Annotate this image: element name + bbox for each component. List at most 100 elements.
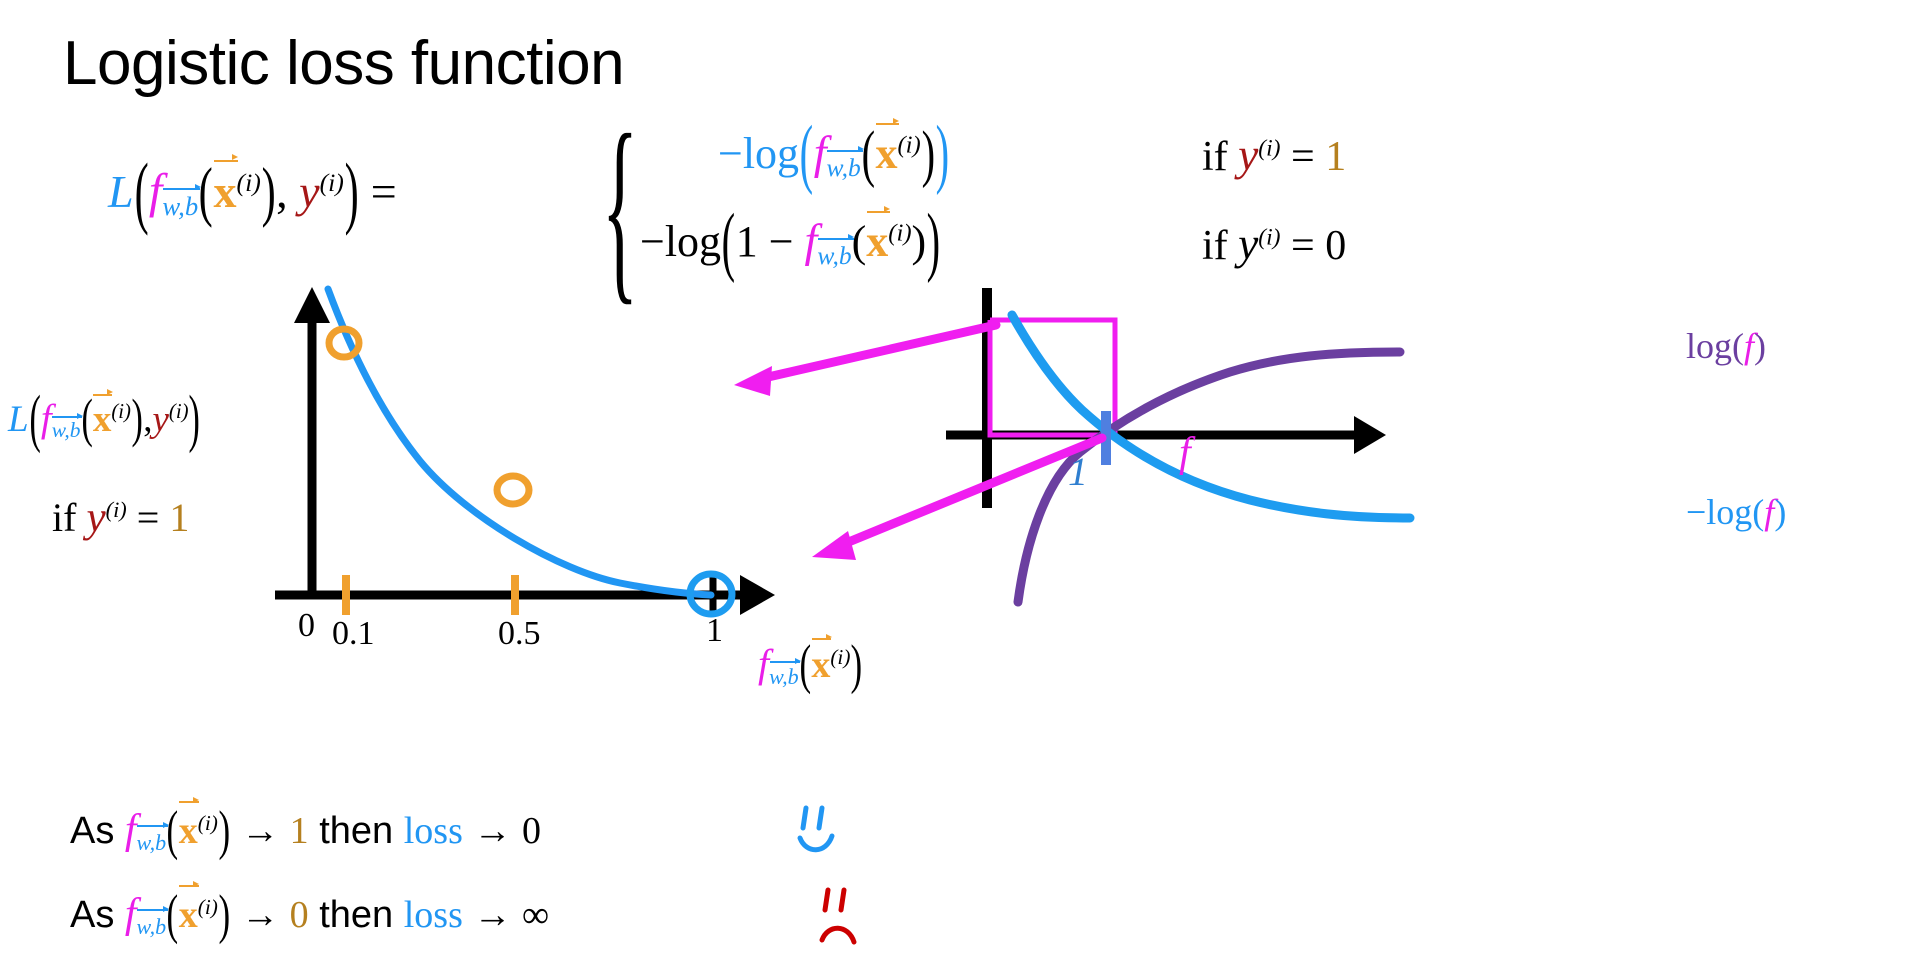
case1-f: f — [813, 127, 827, 178]
case1-cond-equals: = — [1291, 134, 1315, 180]
bl1-arrow: → — [241, 810, 280, 852]
left-cond-y: y — [86, 494, 106, 541]
case2-wb-subscript: w,b — [817, 234, 855, 270]
bl2-then: then — [319, 894, 394, 936]
bl1-then: then — [319, 810, 394, 852]
formula-case1: −log(fw,b(x(i))) — [718, 115, 950, 192]
yaxis-x-superscript: (i) — [111, 401, 131, 424]
formula-paren-open: ( — [134, 146, 149, 236]
left-cond-value: 1 — [169, 495, 190, 540]
formula-lhs: L(fw,b(x(i)), y(i)) = — [108, 151, 397, 232]
yaxis-paren-close: ) — [188, 383, 201, 456]
marker-orange-0.5 — [493, 472, 533, 508]
case1-cond-y-superscript: (i) — [1258, 135, 1281, 162]
bl1-wb-subscript: w,b — [136, 822, 169, 855]
left-cond-superscript: (i) — [105, 497, 127, 523]
case1-paren-close: ) — [935, 110, 950, 196]
xcap-wb-subscript: w,b — [769, 658, 801, 689]
case2-neg-log: −log — [640, 217, 722, 266]
left-chart-y-axis — [294, 287, 330, 595]
formula-brace: { — [602, 93, 639, 322]
magenta-arrow-lower — [812, 433, 1107, 560]
case1-neg-log: −log — [718, 129, 800, 178]
formula-paren-close: ) — [344, 146, 359, 236]
formula-comma: , — [276, 166, 288, 217]
case1-cond-value: 1 — [1325, 134, 1347, 180]
right-chart-svg — [734, 288, 1415, 607]
bl2-x-superscript: (i) — [197, 894, 218, 919]
marker-blue-1 — [686, 570, 736, 618]
formula-f: f — [148, 165, 163, 218]
formula-inner-paren-close: ) — [261, 154, 276, 229]
page-title: Logistic loss function — [63, 29, 625, 98]
formula-equals: = — [370, 166, 397, 217]
case2-cond-equals: = — [1291, 223, 1315, 269]
case1-inner-paren-open: ( — [861, 117, 875, 189]
x-tick-label-0: 0 — [298, 607, 315, 644]
yaxis-L: L — [8, 399, 29, 440]
bottom-statement-2: As fw,b(x(i)) → 0 then loss → ∞ — [70, 880, 550, 945]
formula-case2: −log(1 − fw,b(x(i))) — [640, 203, 941, 280]
bl2-paren-close: ) — [218, 884, 231, 946]
yaxis-inner-paren-open: ( — [81, 389, 93, 450]
bl1-limit: 1 — [289, 810, 309, 852]
bl2-arrow2: → — [473, 894, 512, 936]
bl2-f: f — [124, 891, 137, 937]
formula-wb-subscript: w,b — [162, 184, 201, 221]
yaxis-paren-open: ( — [29, 383, 41, 456]
bl1-as: As — [70, 810, 115, 852]
case1-x-vector: x — [875, 117, 900, 178]
yaxis-comma: , — [143, 399, 153, 440]
bottom-statement-1: As fw,b(x(i)) → 1 then loss → 0 — [70, 796, 542, 861]
x-tick-label-0.1: 0.1 — [332, 615, 375, 652]
log-f-suffix: ) — [1754, 326, 1767, 366]
xcap-x-vector: x — [811, 633, 832, 686]
formula-inner-paren-open: ( — [198, 154, 213, 229]
left-chart-x-axis-caption: fw,b(x(i)) — [758, 633, 863, 693]
formula-x-superscript: (i) — [236, 168, 261, 198]
left-chart-svg — [275, 285, 775, 618]
case2-inner-paren-close: ) — [911, 217, 927, 266]
case1-wb-subscript: w,b — [826, 146, 864, 182]
log-f-prefix: log( — [1686, 326, 1744, 366]
bl1-x-superscript: (i) — [197, 810, 218, 835]
case1-cond-y: y — [1238, 130, 1259, 180]
log-f-curve — [1013, 347, 1405, 607]
bl1-loss: loss — [403, 810, 463, 852]
case2-cond-value: 0 — [1325, 223, 1347, 269]
right-chart-f-label: f — [1179, 430, 1191, 476]
left-cond-if: if — [52, 495, 77, 540]
case2-one: 1 — [735, 217, 758, 266]
bl1-paren-open: ( — [166, 800, 179, 862]
neg-log-f-suffix: ) — [1774, 492, 1787, 532]
neg-log-f-curve — [1007, 310, 1415, 523]
formula-y: y — [299, 166, 320, 217]
yaxis-f: f — [40, 397, 52, 440]
bl1-x-vector: x — [178, 796, 200, 852]
xcap-paren-close: ) — [850, 634, 863, 696]
formula-y-superscript: (i) — [319, 168, 344, 198]
bl1-result: 0 — [522, 810, 542, 852]
formula-case1-condition: if y(i) = 1 — [1202, 130, 1347, 180]
yaxis-inner-paren-close: ) — [131, 389, 143, 450]
formula-x-vector: x — [213, 154, 239, 217]
smiley-face-icon — [797, 805, 835, 853]
left-loss-chart — [270, 285, 830, 645]
case2-x-superscript: (i) — [888, 219, 912, 247]
bl2-result: ∞ — [522, 894, 550, 936]
marker-orange-0.1 — [325, 325, 363, 361]
loss-curve — [324, 285, 715, 599]
case2-minus: − — [768, 217, 794, 266]
bl2-paren-open: ( — [166, 884, 179, 946]
yaxis-y-superscript: (i) — [168, 401, 189, 424]
case2-x-vector: x — [866, 205, 891, 266]
case2-f: f — [804, 215, 818, 266]
yaxis-wb-subscript: w,b — [51, 413, 83, 443]
bl1-f: f — [124, 807, 137, 853]
case1-paren-open: ( — [799, 110, 814, 196]
yaxis-x-vector: x — [92, 389, 113, 440]
neg-log-f-f: f — [1764, 492, 1775, 532]
case2-cond-y-superscript: (i) — [1258, 224, 1281, 251]
bl2-arrow: → — [241, 894, 280, 936]
